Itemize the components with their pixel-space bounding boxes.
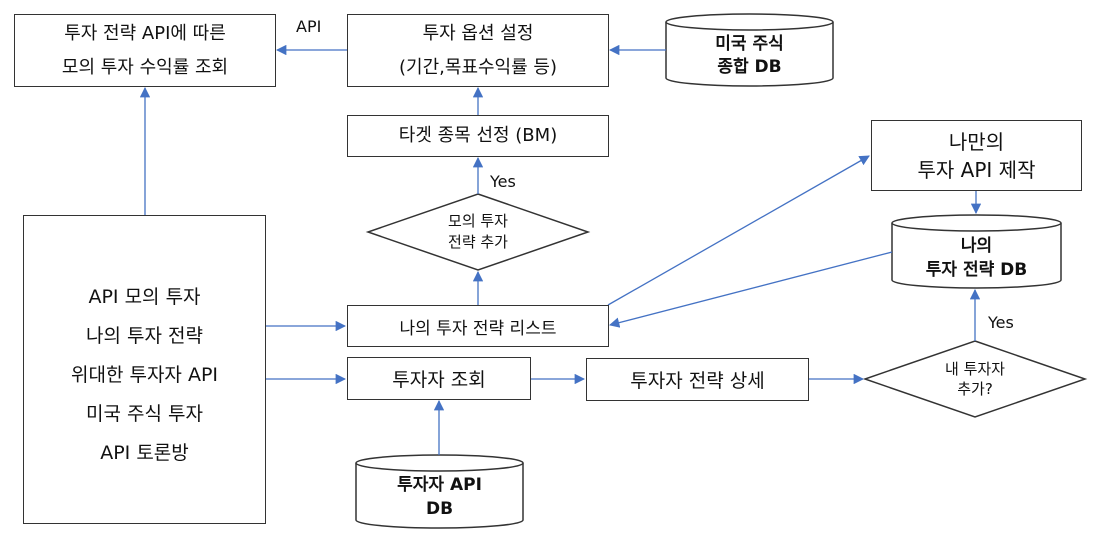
us-stock-db-line-1: 미국 주식 (715, 34, 784, 54)
menu-item-my-strategy[interactable]: 나의 투자 전략 (86, 325, 203, 347)
my-strategy-db-line-2: 투자 전략 DB (925, 260, 1028, 280)
add-my-investor-line-1: 내 투자자 (945, 360, 1005, 378)
main-menu-box: API 모의 투자 나의 투자 전략 위대한 투자자 API 미국 주식 투자 … (23, 215, 266, 524)
make-my-api-line-1: 나만의 (948, 129, 1005, 154)
my-strategy-list-box: 나의 투자 전략 리스트 (347, 305, 609, 347)
my-strategy-db-line-1: 나의 (960, 236, 993, 256)
menu-item-api-forum[interactable]: API 토론방 (100, 442, 189, 464)
investor-strategy-detail-box: 투자자 전략 상세 (586, 358, 809, 401)
add-my-investor-line-2: 추가? (957, 380, 993, 398)
us-stock-db-label: 미국 주식 종합 DB (666, 30, 833, 82)
mock-return-view-box: 투자 전략 API에 따른 모의 투자 수익률 조회 (14, 14, 276, 87)
my-strategy-list-label: 나의 투자 전략 리스트 (399, 318, 557, 339)
invest-options-line-1: 투자 옵션 설정 (422, 22, 534, 44)
investor-api-db-line-1: 투자자 API (397, 475, 482, 495)
add-mock-strategy-line-2: 전략 추가 (448, 233, 508, 251)
invest-options-line-2: (기간,목표수익률 등) (399, 56, 557, 78)
investor-lookup-label: 투자자 조회 (392, 369, 486, 391)
us-stock-db-line-2: 종합 DB (717, 57, 782, 77)
target-select-box: 타겟 종목 선정 (BM) (347, 115, 609, 157)
edge-label-yes-investor: Yes (988, 313, 1014, 332)
investor-strategy-detail-label: 투자자 전략 상세 (630, 370, 765, 392)
add-mock-strategy-label: 모의 투자 전략 추가 (368, 206, 588, 258)
menu-item-us-stock-invest[interactable]: 미국 주식 투자 (86, 403, 203, 425)
menu-item-api-mock-invest[interactable]: API 모의 투자 (88, 286, 201, 308)
edge-label-yes-mock: Yes (490, 172, 516, 191)
mock-return-view-line-2: 모의 투자 수익률 조회 (61, 56, 229, 78)
make-my-api-line-2: 투자 API 제작 (917, 157, 1036, 182)
menu-item-great-investor-api[interactable]: 위대한 투자자 API (70, 364, 219, 386)
target-select-label: 타겟 종목 선정 (BM) (398, 125, 558, 146)
invest-options-box: 투자 옵션 설정 (기간,목표수익률 등) (347, 14, 609, 87)
make-my-api-box: 나만의 투자 API 제작 (871, 120, 1082, 191)
arrow-mydb-to-list (608, 251, 893, 328)
investor-api-db-label: 투자자 API DB (356, 470, 523, 524)
add-mock-strategy-line-1: 모의 투자 (448, 212, 508, 230)
investor-api-db-line-2: DB (425, 499, 454, 519)
arrow-list-to-make-api (607, 155, 870, 306)
investor-lookup-box: 투자자 조회 (347, 357, 531, 400)
edge-label-api: API (296, 17, 322, 36)
my-strategy-db-label: 나의 투자 전략 DB (892, 231, 1061, 285)
add-my-investor-label: 내 투자자 추가? (865, 356, 1085, 402)
mock-return-view-line-1: 투자 전략 API에 따른 (64, 22, 226, 44)
